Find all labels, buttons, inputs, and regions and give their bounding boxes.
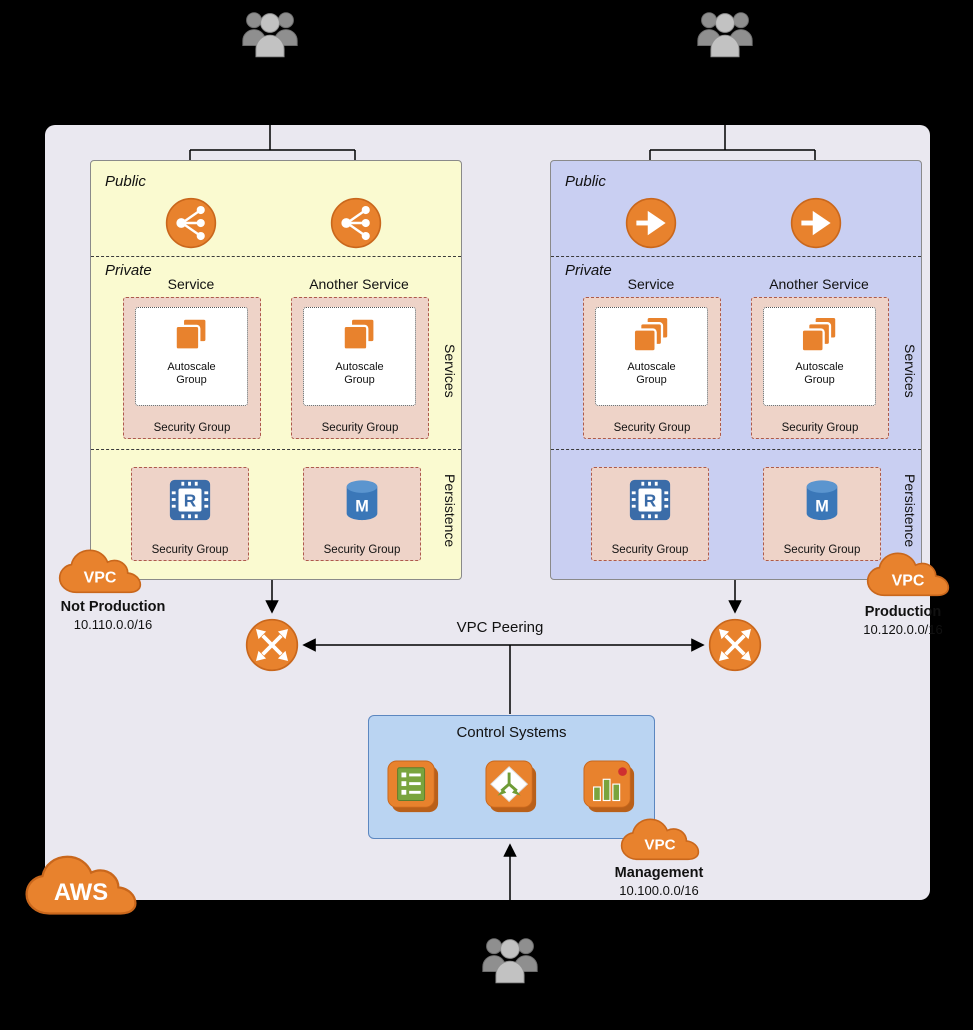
- workflow-decision-icon: [485, 760, 539, 814]
- security-group-label: Security Group: [781, 422, 859, 434]
- vpc-name-label: Management: [614, 865, 704, 881]
- security-group-box: M Security Group: [763, 467, 881, 561]
- security-group-label: Security Group: [323, 544, 401, 556]
- users-icon: [695, 8, 755, 62]
- security-group-label: Security Group: [321, 422, 399, 434]
- vpc-production: Public Private Service Another Service: [550, 160, 922, 580]
- database-icon: M: [806, 480, 838, 521]
- instances-stack-icon: [342, 317, 376, 351]
- users-icon: [480, 934, 540, 988]
- list-panel-icon: [387, 760, 441, 814]
- classic-load-balancer-icon: [165, 197, 217, 249]
- services-persistence-divider: [91, 449, 461, 450]
- database-letter: M: [815, 498, 829, 516]
- service-title: Another Service: [309, 276, 409, 292]
- service-title: Another Service: [769, 276, 869, 292]
- public-zone-label: Public: [565, 173, 606, 190]
- instances-stack-icon: [632, 315, 669, 353]
- elasticache-icon: R: [169, 479, 211, 521]
- autoscale-group-label: Autoscale Group: [335, 361, 384, 386]
- security-group-label: Security Group: [151, 544, 229, 556]
- autoscale-group-label: Autoscale Group: [167, 361, 216, 386]
- control-systems-box: Control Systems: [368, 715, 655, 839]
- instances-stack-icon: [174, 317, 208, 351]
- security-group-label: Security Group: [153, 422, 231, 434]
- database-icon: M: [346, 480, 378, 521]
- private-zone-label: Private: [565, 262, 612, 279]
- public-zone-label: Public: [105, 173, 146, 190]
- elasticache-icon: R: [629, 479, 671, 521]
- vpc-badge-label: VPC: [644, 837, 675, 854]
- services-axis-label: Services: [442, 344, 458, 398]
- security-group-box: R Security Group: [131, 467, 249, 561]
- security-group-label: Security Group: [783, 544, 861, 556]
- users-icon: [240, 8, 300, 62]
- persistence-axis-label: Persistence: [902, 474, 918, 548]
- security-group-box: Autoscale Group Security Group: [291, 297, 429, 439]
- persistence-axis-label: Persistence: [442, 474, 458, 548]
- public-private-divider: [91, 256, 461, 257]
- aws-label: AWS: [54, 879, 108, 906]
- aws-cloud-logo: AWS: [24, 850, 138, 918]
- vpc-name-label: Not Production: [60, 599, 166, 615]
- elasticache-letter: R: [184, 491, 197, 511]
- vpc-cidr-label: 10.110.0.0/16: [73, 617, 153, 632]
- autoscale-group-box: Autoscale Group: [763, 307, 876, 406]
- vpc-cloud-badge: VPC: [58, 545, 142, 596]
- vpc-cloud-badge: VPC: [866, 548, 950, 599]
- application-load-balancer-icon: [790, 197, 842, 249]
- security-group-box: R Security Group: [591, 467, 709, 561]
- vpc-badge-label: VPC: [892, 572, 925, 589]
- service-title: Service: [167, 276, 215, 292]
- security-group-box: Autoscale Group Security Group: [123, 297, 261, 439]
- services-persistence-divider: [551, 449, 921, 450]
- vpc-peering-router-icon: [245, 618, 299, 672]
- autoscale-group-box: Autoscale Group: [303, 307, 416, 406]
- security-group-label: Security Group: [611, 544, 689, 556]
- public-private-divider: [551, 256, 921, 257]
- autoscale-group-label: Autoscale Group: [795, 361, 844, 386]
- instances-stack-icon: [800, 315, 837, 353]
- vpc-peering-label: VPC Peering: [456, 619, 544, 636]
- vpc-cidr-label: 10.120.0.0/16: [863, 622, 943, 637]
- classic-load-balancer-icon: [330, 197, 382, 249]
- autoscale-group-label: Autoscale Group: [627, 361, 676, 386]
- control-systems-title: Control Systems: [456, 724, 567, 741]
- private-zone-label: Private: [105, 262, 152, 279]
- database-letter: M: [355, 498, 369, 516]
- security-group-box: Autoscale Group Security Group: [751, 297, 889, 439]
- autoscale-group-box: Autoscale Group: [595, 307, 708, 406]
- service-title: Service: [627, 276, 675, 292]
- autoscale-group-box: Autoscale Group: [135, 307, 248, 406]
- vpc-cidr-label: 10.100.0.0/16: [619, 883, 699, 898]
- security-group-box: Autoscale Group Security Group: [583, 297, 721, 439]
- elasticache-letter: R: [644, 491, 657, 511]
- bar-chart-icon: [583, 760, 637, 814]
- vpc-peering-router-icon: [708, 618, 762, 672]
- vpc-badge-label: VPC: [84, 569, 117, 586]
- vpc-cloud-badge: VPC: [620, 814, 700, 863]
- security-group-box: M Security Group: [303, 467, 421, 561]
- application-load-balancer-icon: [625, 197, 677, 249]
- services-axis-label: Services: [902, 344, 918, 398]
- vpc-not-production: Public Private Service Another Service: [90, 160, 462, 580]
- security-group-label: Security Group: [613, 422, 691, 434]
- vpc-name-label: Production: [864, 604, 942, 620]
